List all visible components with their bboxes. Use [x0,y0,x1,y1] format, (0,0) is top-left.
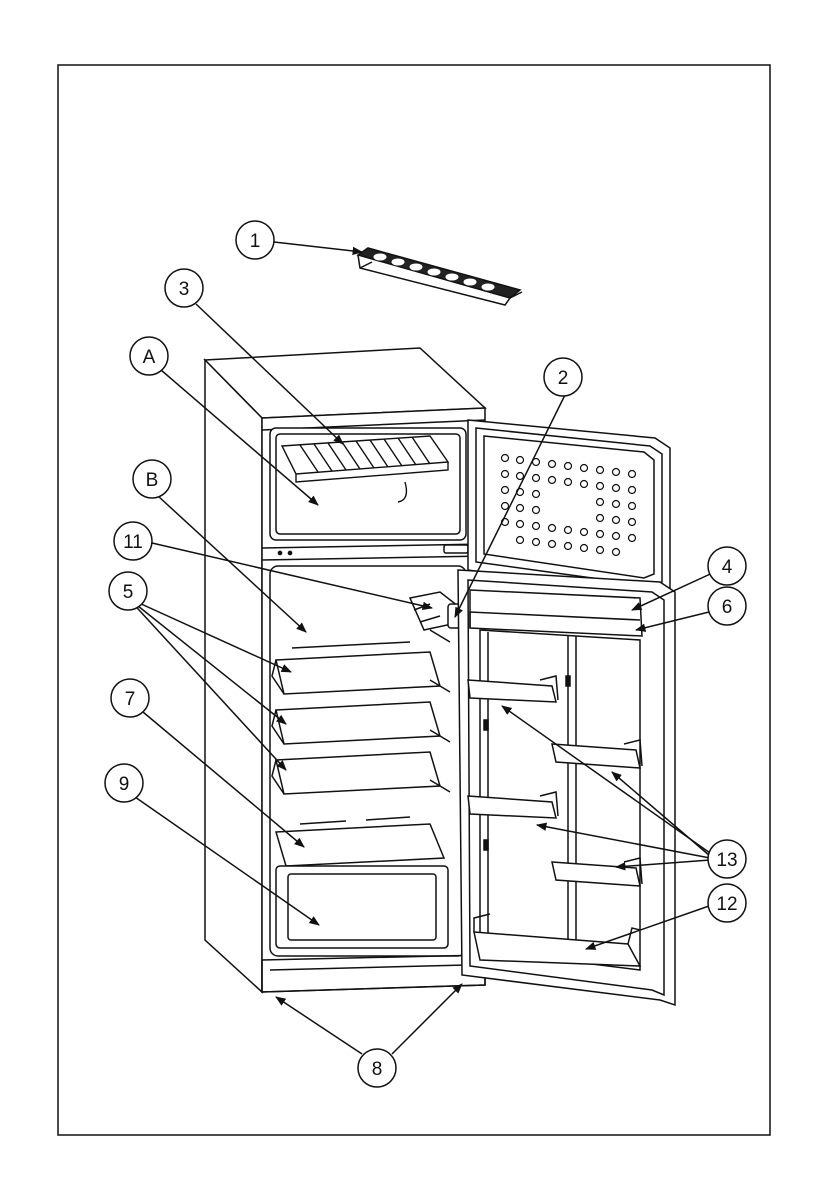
callout-5-label: 5 [123,582,134,603]
callout-9: 9 [105,764,143,802]
callout-8: 8 [358,1049,396,1087]
callout-8-label: 8 [372,1059,383,1080]
vegetable-crisper [276,817,448,948]
callout-1: 1 [236,221,274,259]
callout-11: 11 [114,522,152,560]
callout-5: 5 [109,572,147,610]
callout-13: 13 [708,840,746,878]
callout-B: B [133,460,171,498]
callout-12-label: 12 [716,894,737,915]
callout-3: 3 [165,269,203,307]
callout-12: 12 [708,884,746,922]
freezer-door [468,420,670,596]
callout-4: 4 [708,547,746,585]
callout-A-label: A [143,347,156,368]
callout-7: 7 [111,679,149,717]
crisper-drawer [276,866,448,948]
callout-2: 2 [544,358,582,396]
callout-4-label: 4 [722,557,733,578]
callout-B-label: B [146,470,159,491]
callout-6: 6 [708,587,746,625]
callout-2-label: 2 [558,368,569,389]
callout-A: A [130,337,168,375]
cabinet-left-side [205,360,262,992]
callout-1-label: 1 [250,231,261,252]
fridge-door [458,570,675,1005]
callout-11-label: 11 [123,532,143,553]
callout-7-label: 7 [125,689,136,710]
callout-3-label: 3 [179,279,190,300]
callout-6-label: 6 [722,597,733,618]
ice-tray [358,248,522,305]
callout-13-label: 13 [716,850,737,871]
callout-9-label: 9 [119,774,130,795]
